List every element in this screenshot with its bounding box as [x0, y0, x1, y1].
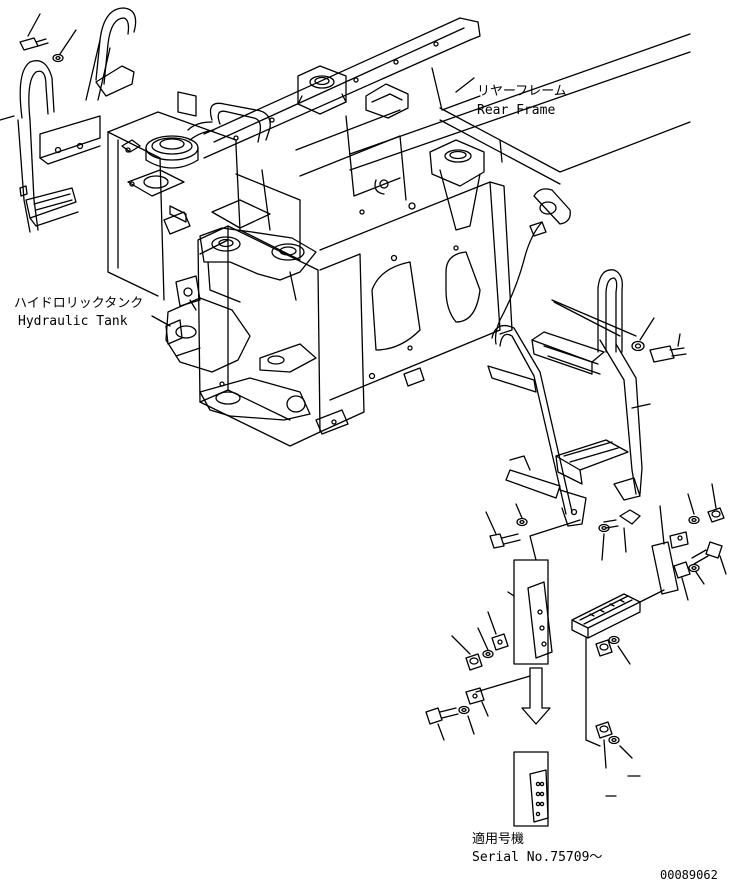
washer-bottom-icon — [608, 735, 633, 759]
hydraulic-tank-label-jp: ハイドロリックタンク — [14, 296, 144, 311]
plate-right-icon — [651, 505, 689, 595]
rear-frame-leader — [455, 77, 475, 93]
washer-bracket-icon — [477, 627, 494, 659]
washer-left-icon — [515, 503, 528, 527]
mount-tower-1 — [297, 65, 347, 115]
nut-right-upper-icon — [707, 483, 725, 523]
mount-tower-3 — [429, 139, 485, 231]
serial-label-jp: 適用号機 — [472, 832, 525, 847]
rear-frame-label-en: Rear Frame — [477, 103, 556, 118]
hydraulic-tank — [107, 91, 237, 301]
right-ladder-assembly — [487, 269, 651, 527]
rear-frame — [163, 17, 691, 447]
plate-bracket-icon — [465, 687, 489, 717]
nut-lower-icon — [595, 639, 613, 657]
nut-bracket-icon — [451, 635, 483, 671]
bracket-assembly — [507, 519, 581, 665]
cable — [494, 188, 571, 345]
mount-tower-2 — [365, 83, 409, 119]
ladder-washer-icon — [631, 317, 655, 352]
hydraulic-tank-label-en: Hydraulic Tank — [18, 314, 128, 329]
washer-lower-icon — [608, 635, 631, 665]
hydraulic-tank-leader — [151, 315, 171, 327]
top-left-washer-icon — [52, 29, 77, 63]
clip-right-icon — [673, 561, 691, 601]
down-arrow-icon — [521, 667, 551, 725]
left-ladder-assembly — [0, 7, 137, 233]
bolt-bracket-icon — [425, 707, 459, 741]
serial-bracket — [513, 751, 549, 827]
nut-bottom-icon — [595, 721, 613, 769]
bolt-left-icon — [485, 511, 521, 549]
washer-right-upper-icon — [687, 493, 700, 525]
rear-frame-label-jp: リヤーフレーム — [477, 84, 567, 99]
ladder-bolt-icon — [649, 333, 687, 363]
washer-right-lower-icon — [688, 563, 705, 585]
bolt-right-icon — [691, 541, 727, 575]
washer-bracket-3-icon — [458, 705, 475, 735]
bottom-step — [571, 589, 665, 747]
washer-bracket-2-icon — [487, 611, 509, 651]
drawing-number: 00089062 — [660, 868, 718, 882]
top-left-bolt-icon — [19, 13, 49, 51]
washer-mid-icon — [598, 523, 610, 561]
serial-label-en: Serial No.75709〜 — [472, 850, 603, 865]
bolt-mid-icon — [603, 509, 641, 553]
